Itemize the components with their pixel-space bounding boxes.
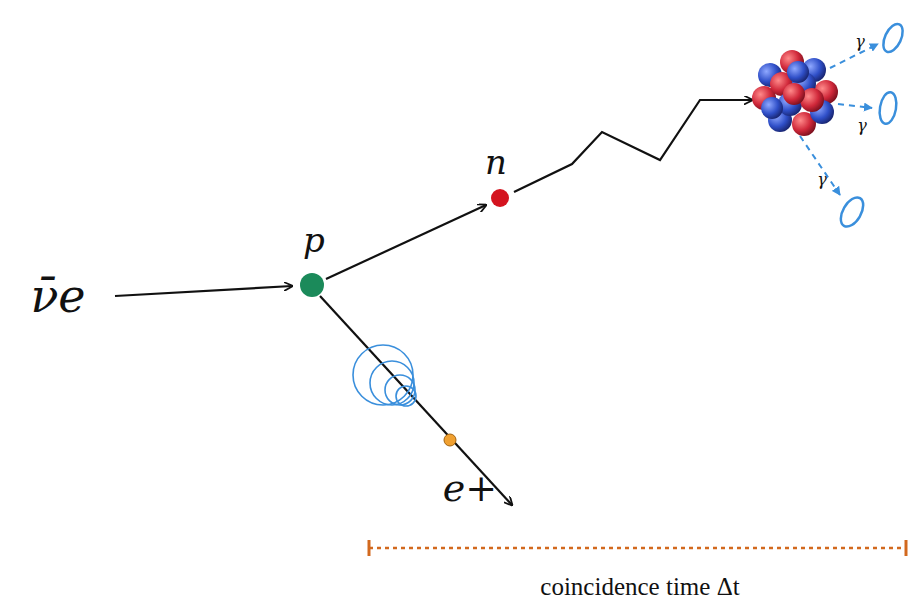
gamma-label: γ [855, 34, 865, 50]
gamma-label: γ [817, 172, 827, 188]
detectors [836, 21, 906, 230]
particle-label: n [485, 145, 507, 179]
light-rings [353, 345, 416, 406]
bracket-label: coincidence time Δt [540, 574, 739, 599]
gamma-rays [800, 44, 878, 195]
coincidence-bracket [369, 540, 906, 556]
neutron-dot [491, 189, 509, 207]
particle-label: p [303, 223, 325, 257]
neutron-track [326, 205, 486, 279]
gamma-label: γ [857, 118, 867, 134]
neutrino-track [115, 286, 292, 296]
neutron-zigzag [514, 100, 752, 192]
particle-label: ν̄e [30, 273, 85, 319]
nucleus [752, 50, 838, 136]
proton-dot [300, 273, 324, 297]
particle-label: e+ [443, 469, 497, 507]
positron-dot [444, 434, 456, 446]
